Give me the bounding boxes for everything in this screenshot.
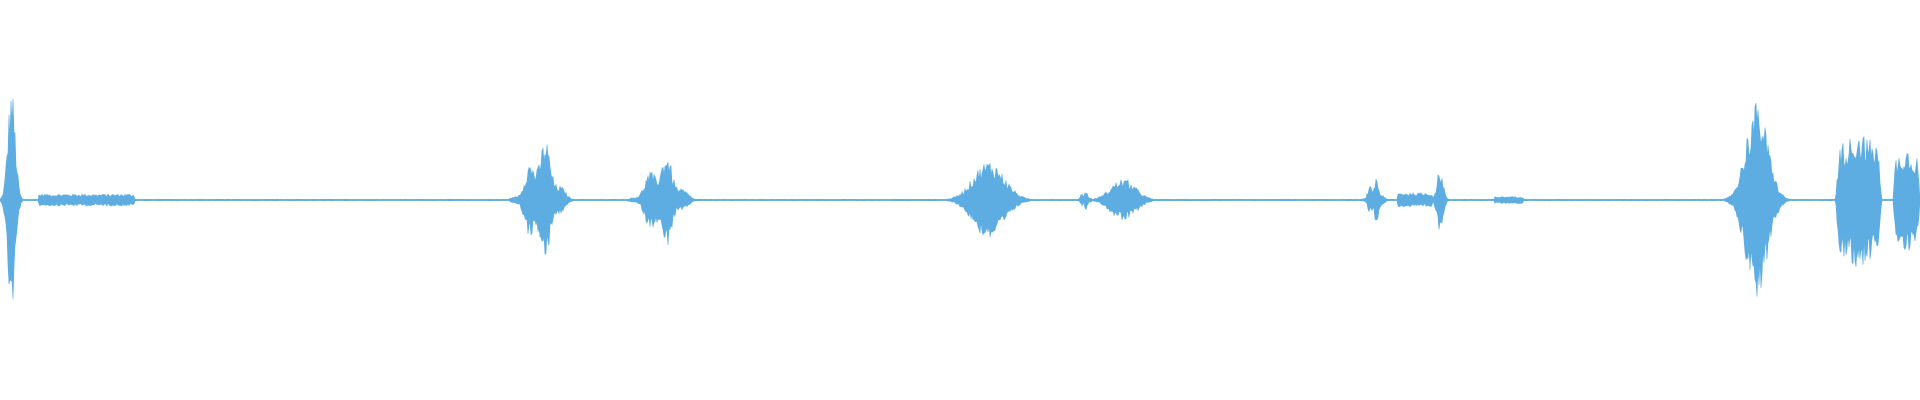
waveform-path	[0, 98, 1920, 300]
